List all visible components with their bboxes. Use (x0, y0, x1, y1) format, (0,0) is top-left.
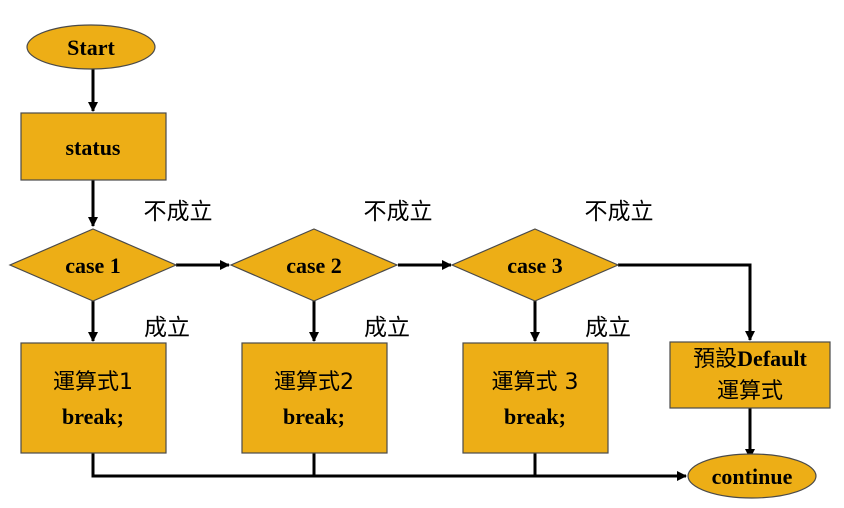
default-line1-cjk: 預設 (693, 347, 737, 372)
expr3-line1: 運算式 3 (492, 370, 579, 395)
edge-label-true-3: 成立 (585, 315, 631, 341)
default-line1: 預設Default (693, 346, 807, 372)
edge-case3-to-default (618, 263, 755, 341)
expr3-box: 運算式 3 break; (462, 342, 609, 454)
case2-label: case 2 (286, 253, 342, 278)
expr1-box: 運算式1 break; (20, 342, 167, 454)
status-label: status (65, 135, 120, 160)
status-box: status (20, 112, 167, 181)
edge-label-true-2: 成立 (364, 315, 410, 341)
continue-label: continue (712, 464, 793, 489)
case1-decision: case 1 (8, 228, 178, 302)
expr2-line1: 運算式2 (274, 370, 354, 395)
expr3-line2: break; (504, 404, 566, 429)
case3-decision: case 3 (450, 228, 620, 302)
continue-terminal: continue (687, 453, 817, 499)
expr2-box: 運算式2 break; (241, 342, 388, 454)
case3-label: case 3 (507, 253, 563, 278)
edge-exprs-to-continue (91, 453, 687, 481)
default-line2: 運算式 (717, 379, 783, 404)
edge-label-true-1: 成立 (144, 315, 190, 341)
start-terminal: Start (26, 24, 156, 70)
case2-decision: case 2 (229, 228, 399, 302)
default-line1-latin: Default (737, 346, 807, 371)
start-label: Start (67, 35, 115, 60)
default-box: 預設Default 運算式 (669, 341, 831, 409)
edge-label-false-3: 不成立 (585, 199, 654, 225)
edge-label-false-1: 不成立 (144, 199, 213, 225)
expr2-line2: break; (283, 404, 345, 429)
edge-label-false-2: 不成立 (364, 199, 433, 225)
expr1-line1: 運算式1 (53, 370, 133, 395)
case1-label: case 1 (65, 253, 121, 278)
expr1-line2: break; (62, 404, 124, 429)
